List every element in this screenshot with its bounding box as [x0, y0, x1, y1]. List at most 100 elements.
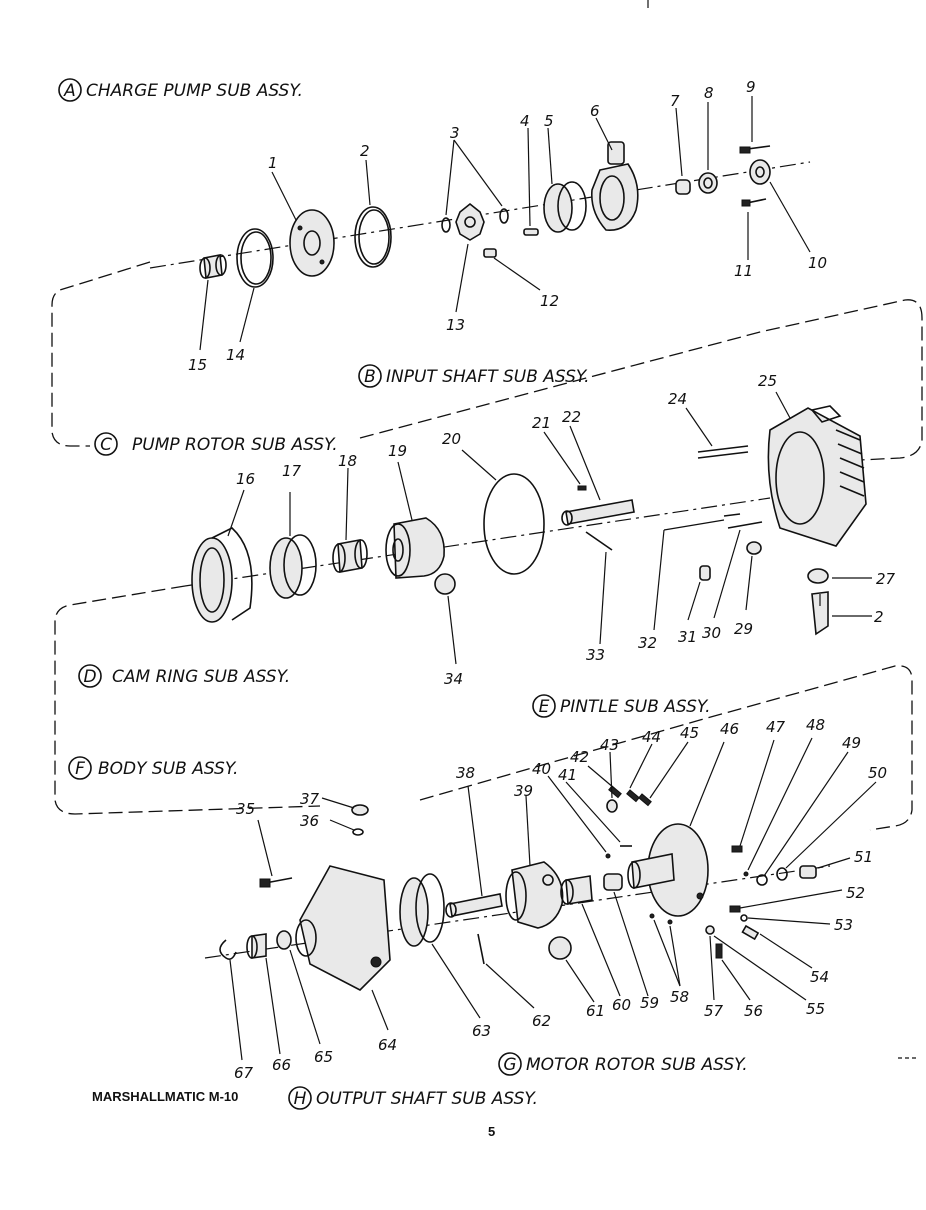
svg-text:C: C — [100, 435, 112, 455]
part-51-plug — [799, 865, 817, 879]
callout-41: 41 — [558, 766, 577, 784]
callout-54: 54 — [810, 968, 829, 986]
part-65-seal — [276, 930, 292, 950]
part-17-ring — [269, 534, 317, 599]
part-37-plug — [351, 804, 369, 816]
svg-text:G: G — [503, 1055, 516, 1075]
part-57-plug — [705, 925, 715, 935]
part-2-plug — [811, 591, 829, 636]
callout-36: 36 — [300, 812, 319, 830]
part-27-nut — [807, 568, 829, 584]
callout-9: 9 — [746, 78, 756, 96]
part-2-o-ring — [354, 206, 392, 268]
part-61-ball — [548, 936, 572, 960]
part-19-rotor — [385, 517, 445, 579]
callout-10: 10 — [808, 254, 827, 272]
callout-34: 34 — [444, 670, 463, 688]
callout-2: 2 — [360, 142, 370, 160]
callout-60: 60 — [612, 996, 631, 1014]
callout-55: 55 — [806, 1000, 825, 1018]
part-63-cam-ring — [399, 873, 445, 947]
part-66-bearing — [246, 933, 267, 959]
svg-text:MOTOR ROTOR SUB ASSY.: MOTOR ROTOR SUB ASSY. — [526, 1055, 748, 1075]
callout-58: 58 — [670, 988, 689, 1006]
callout-22: 22 — [562, 408, 581, 426]
part-58-ball-a — [649, 913, 655, 919]
callout-61: 61 — [586, 1002, 605, 1020]
svg-text:E: E — [539, 697, 550, 717]
svg-text:H: H — [294, 1089, 307, 1109]
part-47-plug — [731, 845, 743, 853]
svg-text:B: B — [364, 367, 376, 387]
part-45-spring — [638, 793, 652, 807]
assy-label-f: F BODY SUB ASSY. — [68, 756, 238, 780]
callout-57: 57 — [704, 1002, 724, 1020]
part-12-key — [483, 248, 497, 258]
svg-text:OUTPUT SHAFT SUB ASSY.: OUTPUT SHAFT SUB ASSY. — [316, 1089, 538, 1109]
callout-14: 14 — [226, 346, 245, 364]
svg-text:CHARGE PUMP SUB ASSY.: CHARGE PUMP SUB ASSY. — [86, 81, 303, 101]
part-34-ball — [434, 573, 456, 595]
boundary-e-right — [419, 665, 913, 831]
callout-20: 20 — [442, 430, 461, 448]
part-5-ring — [543, 181, 587, 233]
part-38-output-shaft — [445, 893, 503, 918]
callout-16: 16 — [236, 470, 255, 488]
callout-29: 29 — [734, 620, 753, 638]
callout-50: 50 — [868, 764, 887, 782]
callout-65: 65 — [314, 1048, 333, 1066]
part-58-ball-b — [667, 919, 673, 925]
callout-17: 17 — [282, 462, 302, 480]
assy-label-d: D CAM RING SUB ASSY. — [78, 664, 290, 688]
part-46-pintle — [627, 823, 709, 917]
callout-6: 6 — [590, 102, 600, 120]
part-14-o-ring — [236, 228, 274, 288]
part-31-plug — [699, 565, 711, 581]
callout-8: 8 — [704, 84, 714, 102]
part-56-spring — [715, 943, 723, 959]
assy-label-b: B INPUT SHAFT SUB ASSY. — [358, 364, 590, 388]
assy-label-h: H OUTPUT SHAFT SUB ASSY. — [288, 1086, 538, 1110]
part-22-input-shaft — [561, 499, 635, 526]
callout-64: 64 — [378, 1036, 397, 1054]
callout-48: 48 — [806, 716, 825, 734]
callout-31: 31 — [678, 628, 697, 646]
part-42-spring — [608, 785, 622, 799]
part-54-plug — [741, 924, 760, 941]
boundary-b-right — [359, 299, 923, 461]
boundary-e — [54, 585, 321, 815]
callout-63: 63 — [472, 1022, 491, 1040]
part-50-o-ring — [776, 867, 788, 881]
callout-43: 43 — [600, 736, 619, 754]
part-30-pin — [727, 521, 763, 529]
part-3-washer-a — [441, 217, 451, 233]
part-53-ball — [740, 914, 748, 922]
part-39-motor-rotor — [505, 861, 564, 929]
part-62-pin — [477, 933, 485, 965]
svg-text:BODY SUB ASSY.: BODY SUB ASSY. — [98, 759, 238, 779]
callout-53: 53 — [834, 916, 853, 934]
assy-label-e: E PINTLE SUB ASSY. — [532, 694, 711, 718]
callout-67: 67 — [234, 1064, 254, 1082]
callout-35: 35 — [236, 800, 255, 818]
callout-13: 13 — [446, 316, 465, 334]
part-1-plate — [289, 209, 335, 277]
part-36-washer — [352, 828, 364, 836]
callout-52: 52 — [846, 884, 865, 902]
callout-18: 18 — [338, 452, 357, 470]
callout-51: 51 — [854, 848, 873, 866]
part-16-cam-ring — [191, 527, 253, 623]
boundary-b — [51, 261, 151, 447]
callout-44: 44 — [642, 728, 661, 746]
callout-19: 19 — [388, 442, 407, 460]
part-4-pin — [523, 228, 539, 236]
callout-59: 59 — [640, 994, 659, 1012]
callout-62: 62 — [532, 1012, 551, 1030]
part-32-pin — [723, 513, 741, 517]
part-52-plug — [729, 905, 741, 913]
leader-lines — [199, 96, 877, 1061]
callout-3: 3 — [450, 124, 460, 142]
svg-text:PINTLE SUB ASSY.: PINTLE SUB ASSY. — [560, 697, 711, 717]
assy-label-c: C PUMP ROTOR SUB ASSY. — [94, 432, 338, 456]
